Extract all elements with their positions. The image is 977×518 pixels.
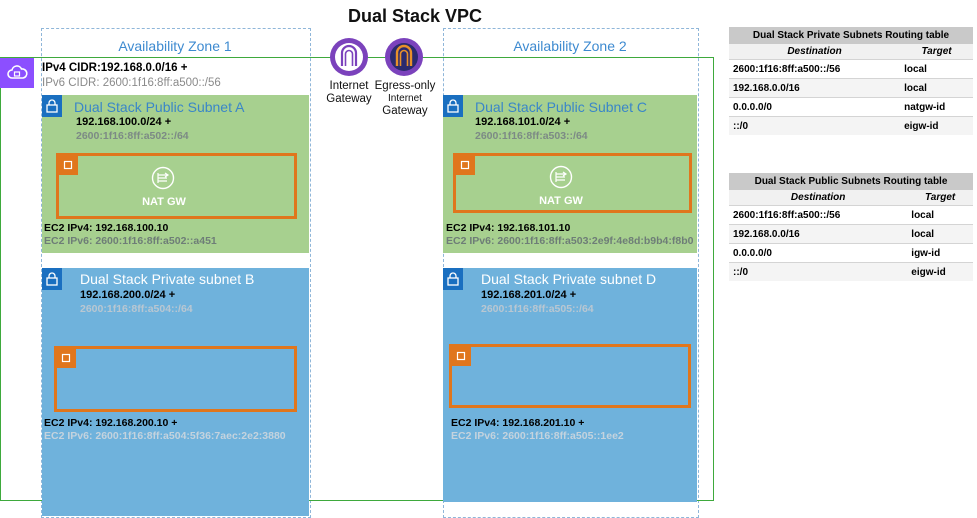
public-subnet-c-title: Dual Stack Public Subnet C [475,99,647,115]
ec2-chip-icon [451,346,471,366]
private-subnet-d-title: Dual Stack Private subnet D [481,271,657,287]
public-subnet-a-title: Dual Stack Public Subnet A [74,99,245,115]
ec2-b-ipv4: EC2 IPv4: 192.168.200.10 + [44,417,178,429]
column-header-destination: Destination [729,190,908,206]
private-subnet-d-ipv4: 192.168.201.0/24 + [481,289,577,301]
public-subnet-c-ipv4: 192.168.101.0/24 + [475,116,571,128]
nat-gateway-icon [549,165,573,189]
ec2-chip-icon [58,155,78,175]
ec2-chip-icon [56,348,76,368]
egress-only-gateway-icon [384,37,424,77]
nat-gateway-a-label: NAT GW [142,196,186,208]
lock-icon [42,268,62,290]
internet-gateway-label: Internet Gateway [326,80,372,105]
ec2-chip-icon [455,155,475,175]
private-subnet-d [443,268,697,502]
ec2-c-ipv6: EC2 IPv6: 2600:1f16:8ff:a503:2e9f:4e8d:b… [446,235,694,247]
diagram-title: Dual Stack VPC [347,6,483,26]
public-subnet-a-ipv4: 192.168.100.0/24 + [76,116,172,128]
ec2-a-ipv4: EC2 IPv4: 192.168.100.10 [44,222,169,234]
nat-gateway-icon [151,166,175,190]
nat-gateway-c-box [453,153,692,213]
lock-icon [443,95,463,117]
vpc-ipv4-cidr: IPv4 CIDR:192.168.0.0/16 + [42,62,188,74]
public-subnet-a-ipv6: 2600:1f16:8ff:a502::/64 [76,130,189,142]
private-routing-table: Dual Stack Private Subnets Routing table… [729,27,973,135]
ec2-a-ipv6: EC2 IPv6: 2600:1f16:8ff:a502::a451 [44,235,217,247]
egress-only-gateway-label: Egress-only Internet Gateway [374,80,436,117]
nat-gateway-c-label: NAT GW [539,195,583,207]
public-subnet-c-ipv6: 2600:1f16:8ff:a503::/64 [475,130,588,142]
public-subnet-c [443,95,697,253]
ec2-instance-b-box [54,346,297,412]
lock-icon [443,268,463,290]
ec2-b-ipv6: EC2 IPv6: 2600:1f16:8ff:a504:5f36:7aec:2… [44,430,286,442]
column-header-destination: Destination [729,44,901,60]
internet-gateway-icon [329,37,369,77]
vpc-cloud-icon [0,58,34,88]
lock-icon [42,95,62,117]
public-subnet-a [42,95,309,253]
column-header-target: Target [907,190,973,206]
private-subnet-b-ipv4: 192.168.200.0/24 + [80,289,176,301]
column-header-target: Target [900,44,973,60]
private-subnet-b-ipv6: 2600:1f16:8ff:a504::/64 [80,303,193,315]
private-subnet-b [42,268,309,516]
private-routing-table-caption: Dual Stack Private Subnets Routing table [729,27,973,44]
private-subnet-b-title: Dual Stack Private subnet B [80,271,255,287]
ec2-d-ipv6: EC2 IPv6: 2600:1f16:8ff:a505::1ee2 [451,430,624,442]
ec2-d-ipv4: EC2 IPv4: 192.168.201.10 + [451,417,585,429]
private-subnet-d-ipv6: 2600:1f16:8ff:a505::/64 [481,303,594,315]
availability-zone-1-label: Availability Zone 1 [118,38,232,54]
public-routing-table-caption: Dual Stack Public Subnets Routing table [729,173,973,190]
ec2-instance-d-box [449,344,691,408]
nat-gateway-a-box [56,153,297,219]
ec2-c-ipv4: EC2 IPv4: 192.168.101.10 [446,222,571,234]
vpc-ipv6-cidr: IPv6 CIDR: 2600:1f16:8ff:a500::/56 [42,77,221,89]
public-routing-table: Dual Stack Public Subnets Routing table … [729,173,973,281]
availability-zone-2-label: Availability Zone 2 [513,38,627,54]
